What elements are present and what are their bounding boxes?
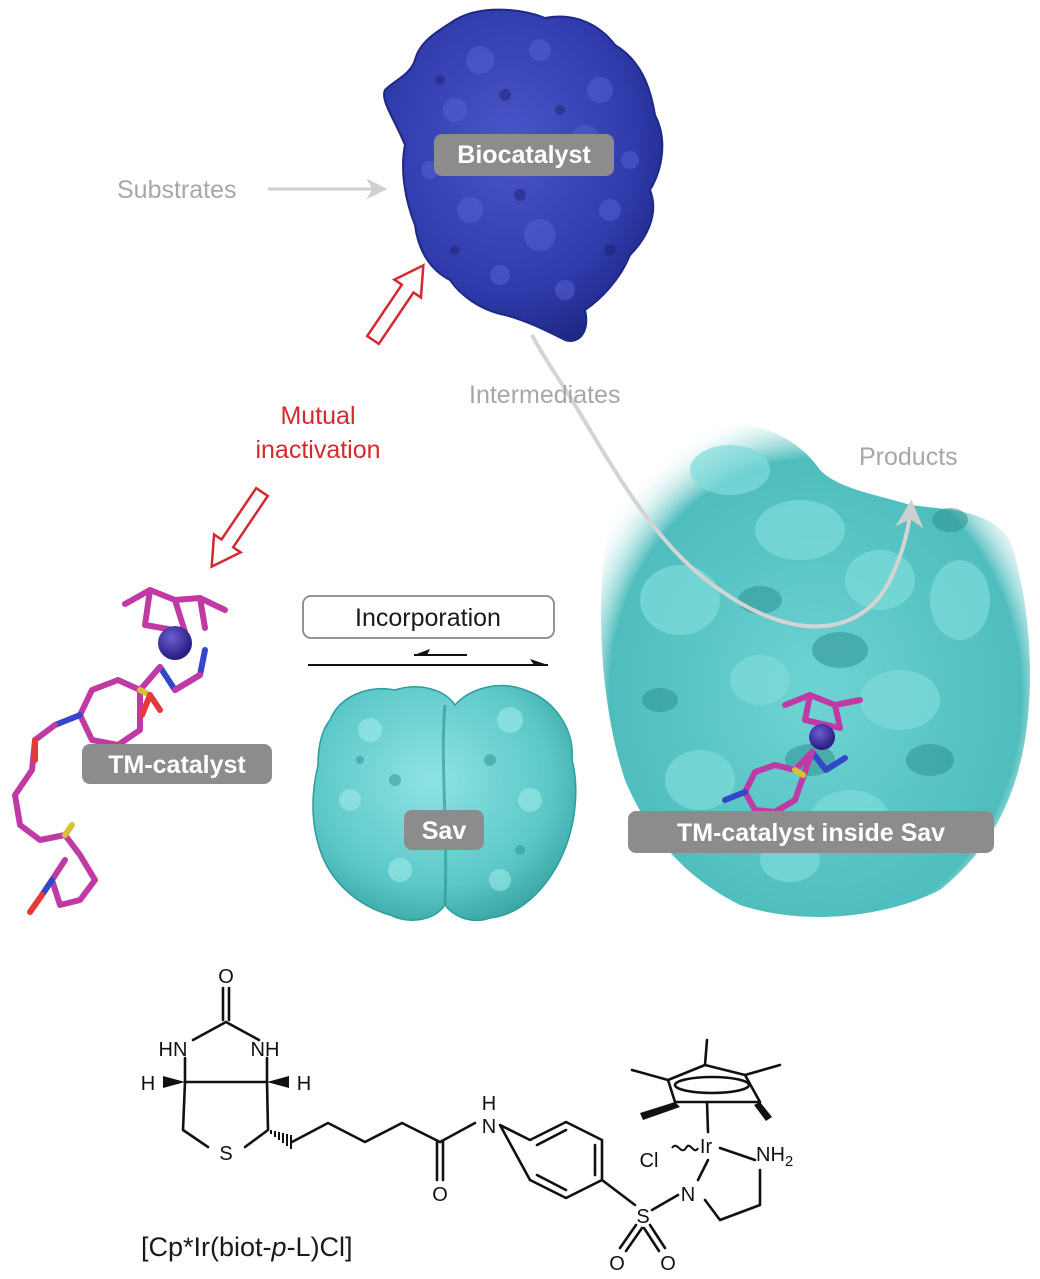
- incorporation-box: [302, 595, 555, 639]
- atom-H-left: H: [141, 1073, 155, 1095]
- mutual-inactivation-arrow-down: [210, 486, 270, 569]
- atom-S-sulfonyl: S: [636, 1206, 649, 1228]
- atom-O-sulfonyl-right: O: [660, 1253, 676, 1275]
- sav-surface-closeup: [600, 424, 1030, 917]
- tm-inside-sav-label: TM-catalyst inside Sav: [677, 819, 945, 847]
- atom-NH2-sub: 2: [785, 1153, 793, 1170]
- atom-Cl: Cl: [640, 1150, 659, 1172]
- atom-O-top: O: [218, 966, 234, 988]
- atom-N-sulfonamide: N: [681, 1184, 695, 1206]
- biocatalyst-label: Biocatalyst: [457, 141, 591, 169]
- atom-H-right: H: [297, 1073, 311, 1095]
- sav-badge: [404, 810, 484, 850]
- chemical-atom-labels: O HN NH H H S H N O S O O N Cl Ir NH2: [141, 966, 793, 1275]
- cascade-arrow: [530, 334, 924, 629]
- atom-O-sulfonyl-left: O: [609, 1253, 625, 1275]
- incorporation-label: Incorporation: [355, 604, 501, 632]
- atom-NH2-main: NH: [756, 1144, 785, 1166]
- tm-catalyst-stick-model: [12, 587, 228, 915]
- compound-name-suffix: -L)Cl]: [287, 1232, 353, 1262]
- mutual-label-line2: inactivation: [255, 436, 380, 464]
- substrates-label: Substrates: [117, 176, 237, 204]
- tm-catalyst-label: TM-catalyst: [108, 751, 246, 779]
- atom-N-amide: N: [482, 1116, 496, 1138]
- intermediates-label: Intermediates: [469, 381, 620, 409]
- sav-label: Sav: [422, 817, 467, 845]
- tm-inside-sav-badge: [628, 811, 994, 853]
- compound-name-italic: p: [271, 1232, 287, 1262]
- equilibrium-arrows: [308, 649, 548, 666]
- mutual-inactivation-arrow-up: [365, 263, 425, 346]
- atom-NH2: NH2: [756, 1144, 793, 1170]
- atom-O-amide: O: [432, 1184, 448, 1206]
- atom-S-ring: S: [219, 1143, 232, 1165]
- compound-name: [Cp*Ir(biot-p-L)Cl]: [141, 1232, 353, 1262]
- atom-Ir: Ir: [700, 1136, 713, 1158]
- mutual-label-line1: Mutual: [280, 402, 355, 430]
- tm-catalyst-inside-sav-model: [722, 692, 863, 815]
- atom-NH-right: NH: [251, 1039, 280, 1061]
- sav-protein: [312, 684, 577, 922]
- products-label: Products: [859, 443, 958, 471]
- chemical-structure: [163, 986, 782, 1253]
- atom-H-amide: H: [482, 1093, 496, 1115]
- biocatalyst-badge: [434, 134, 614, 176]
- tm-catalyst-badge: [82, 744, 272, 784]
- compound-name-prefix: [Cp*Ir(biot-: [141, 1232, 272, 1262]
- atom-HN-left: HN: [159, 1039, 188, 1061]
